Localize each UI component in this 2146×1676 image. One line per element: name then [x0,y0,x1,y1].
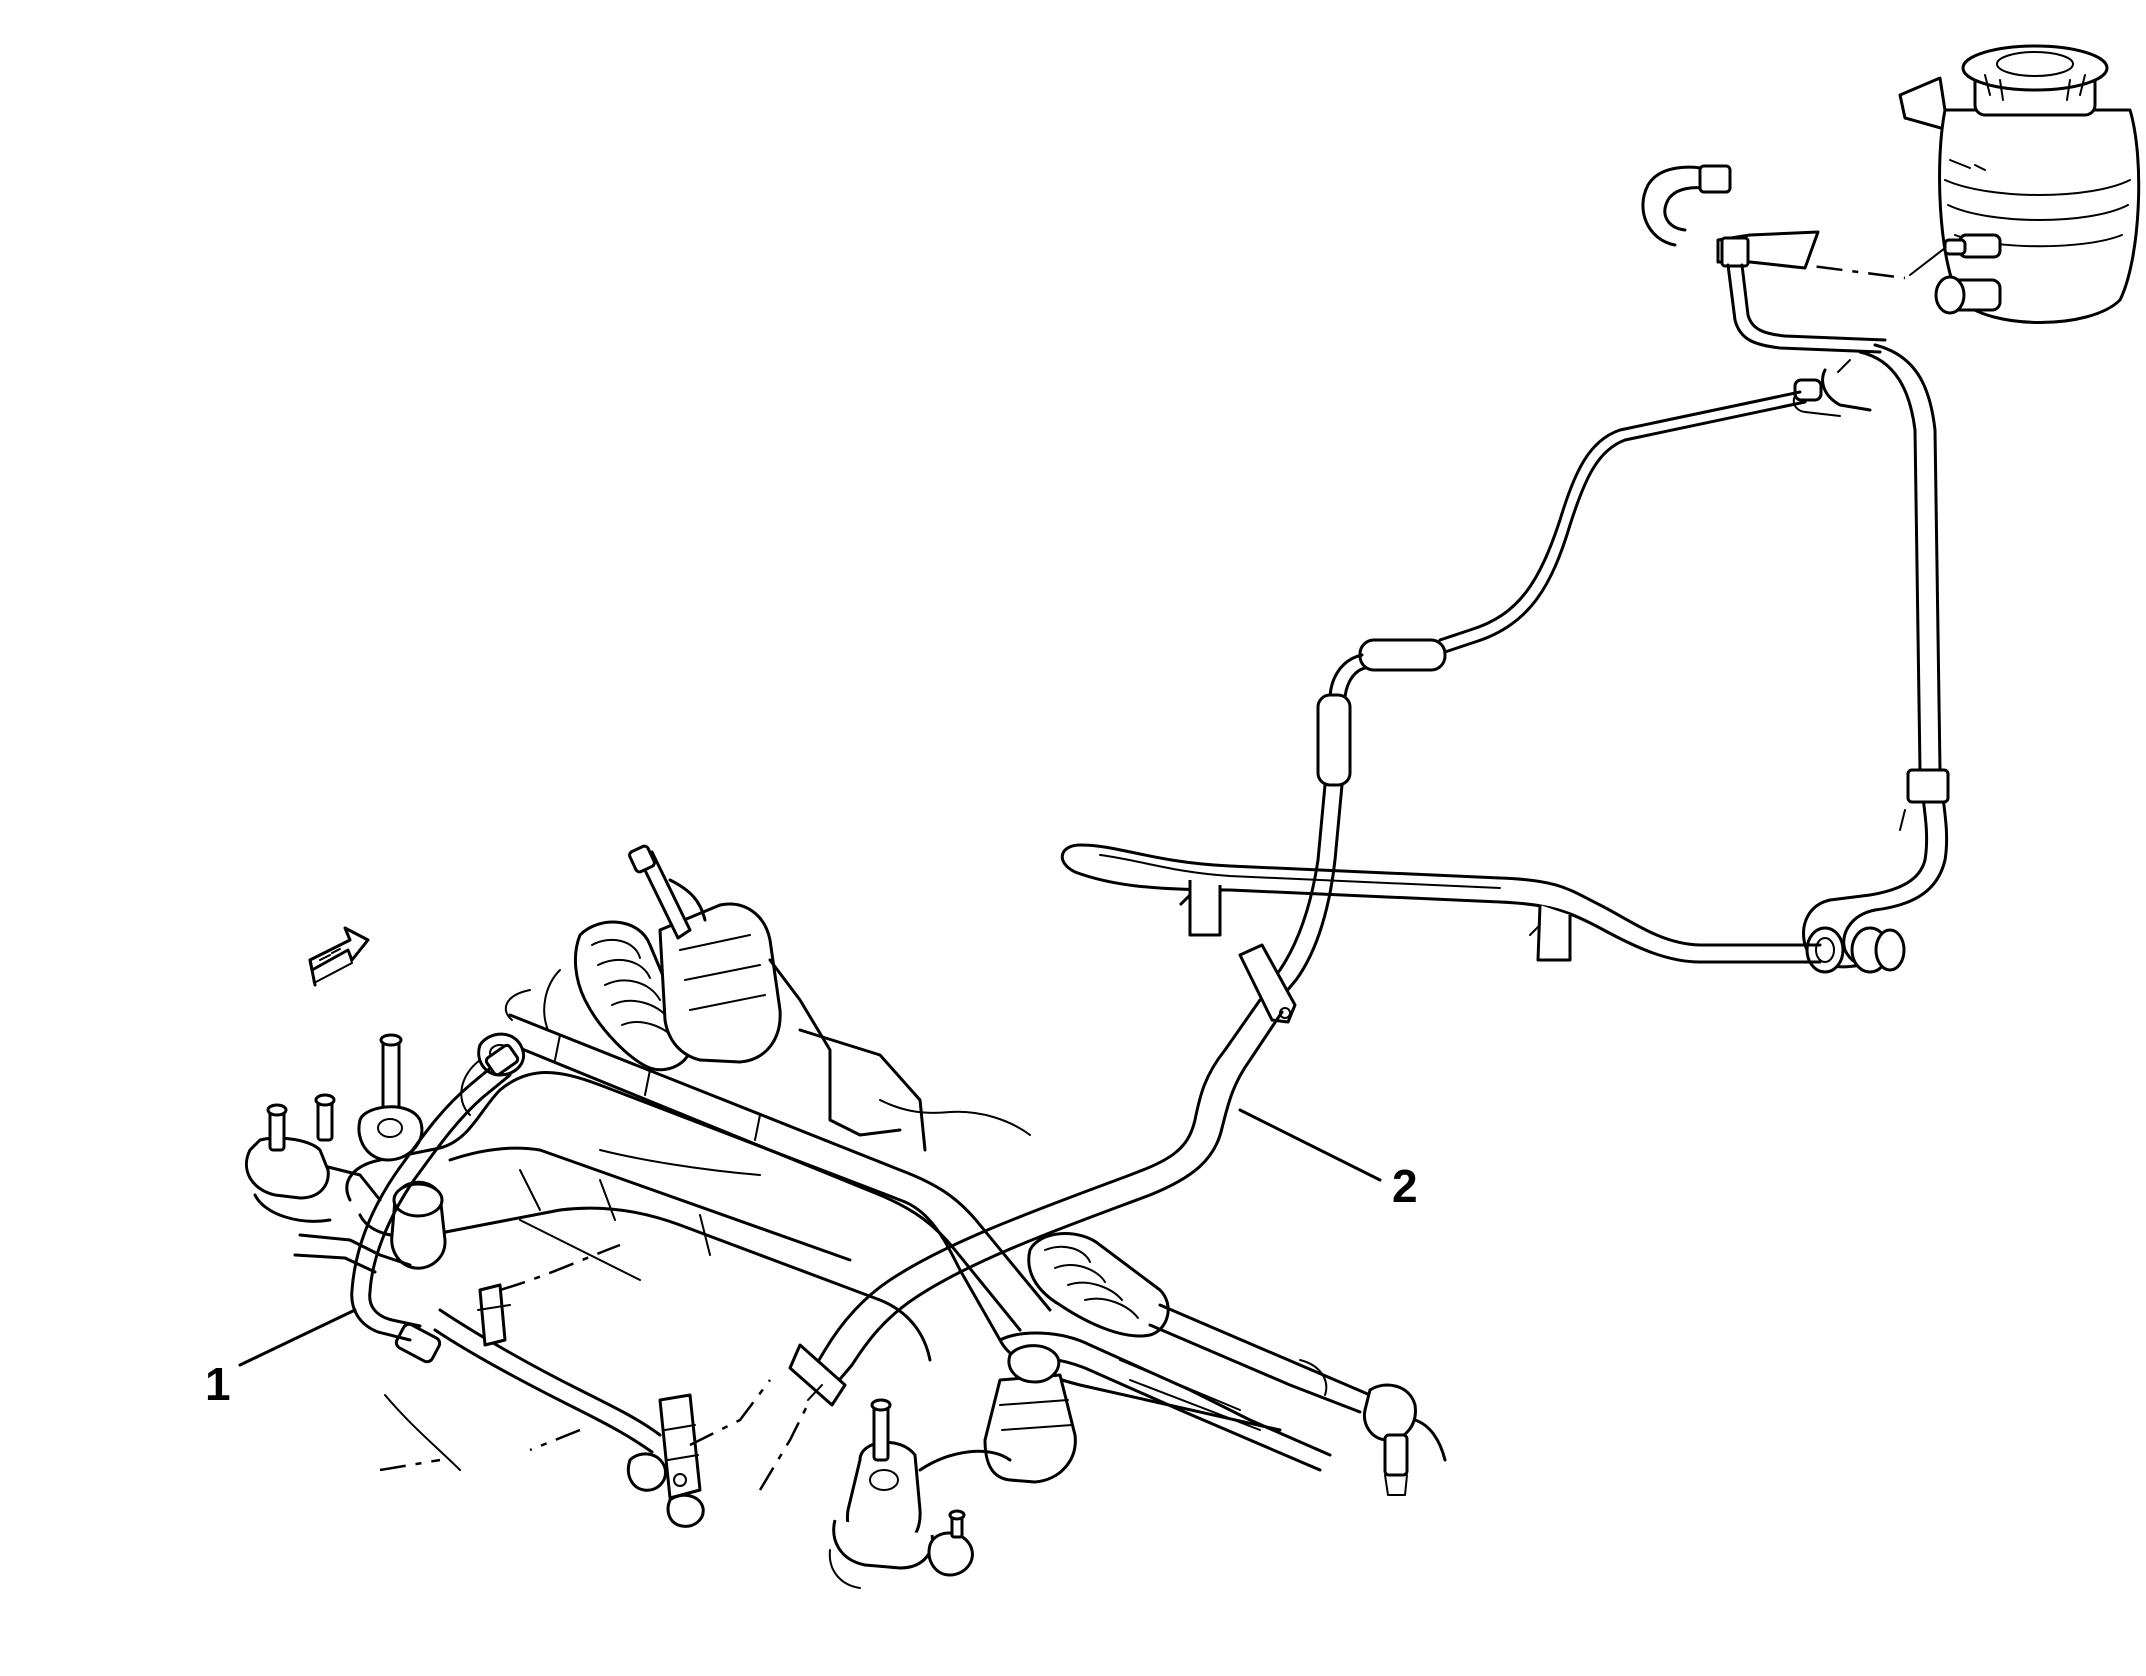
hose-assembly-1 [350,1043,520,1342]
callout-label-1: 1 [205,1358,231,1410]
front-direction-arrow-icon [308,926,370,987]
hose-assembly-2 [788,164,1950,1407]
fluid-reservoir [1898,44,2141,324]
right-rack-boot [1027,1232,1170,1338]
callout-label-2: 2 [1392,1160,1418,1212]
left-rack-boot [574,920,693,1072]
